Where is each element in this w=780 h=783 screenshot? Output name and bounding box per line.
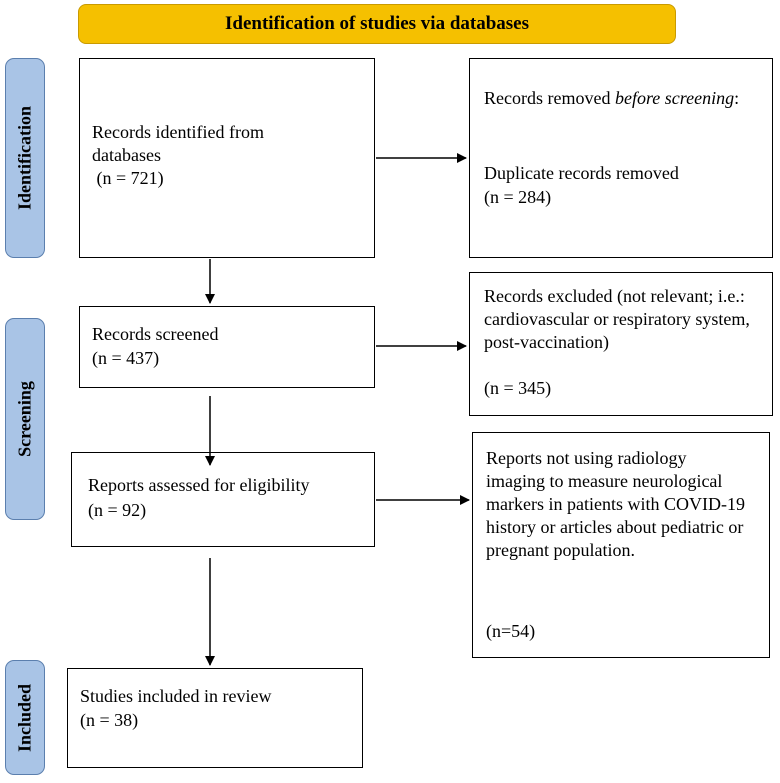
records-identified-box: Records identified from databases (n = 7… — [79, 58, 375, 258]
records-screened-box: Records screened (n = 437) — [79, 306, 375, 388]
records-removed-emphasis: before screening — [614, 88, 735, 108]
records-screened-count: (n = 437) — [92, 348, 160, 368]
records-removed-prefix: Records removed — [484, 88, 615, 108]
studies-included-count: (n = 38) — [80, 710, 139, 730]
records-removed-suffix: : — [734, 88, 740, 108]
records-removed-count: (n = 284) — [484, 187, 552, 207]
studies-included-box: Studies included in review (n = 38) — [67, 668, 363, 768]
phase-identification: Identification — [5, 58, 45, 258]
reports-excluded-label: Reports not using radiology imaging to m… — [486, 448, 750, 560]
records-excluded-box: Records excluded (not relevant; i.e.: ca… — [469, 272, 773, 416]
studies-included-label: Studies included in review — [80, 686, 272, 706]
diagram-header: Identification of studies via databases — [78, 4, 676, 44]
phase-included: Included — [5, 660, 45, 775]
records-removed-box: Records removed before screening: Duplic… — [469, 58, 773, 258]
reports-assessed-box: Reports assessed for eligibility (n = 92… — [71, 452, 375, 547]
records-removed-heading: Records removed before screening: — [484, 87, 744, 110]
phase-screening: Screening — [5, 318, 45, 520]
records-removed-detail: Duplicate records removed — [484, 163, 679, 183]
reports-excluded-count: (n=54) — [486, 621, 536, 641]
reports-assessed-count: (n = 92) — [88, 500, 147, 520]
header-title: Identification of studies via databases — [224, 13, 530, 34]
records-identified-count: (n = 721) — [92, 168, 164, 188]
records-excluded-label: Records excluded (not relevant; i.e.: ca… — [484, 286, 755, 352]
records-screened-label: Records screened — [92, 324, 219, 344]
records-excluded-count: (n = 345) — [484, 378, 552, 398]
reports-excluded-box: Reports not using radiology imaging to m… — [472, 432, 770, 658]
reports-assessed-label: Reports assessed for eligibility — [88, 475, 310, 495]
records-identified-label: Records identified from databases — [92, 122, 269, 165]
